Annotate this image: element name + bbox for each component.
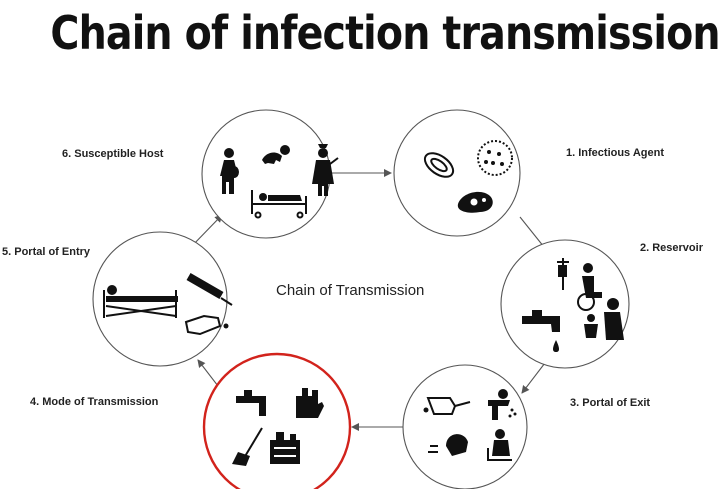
faucet-icon	[522, 310, 560, 332]
stage-portal-of-entry	[92, 231, 233, 367]
bedridden-patient-icon	[251, 190, 307, 219]
label-mode-of-transmission: 4. Mode of Transmission	[30, 396, 159, 408]
virus-icon	[477, 140, 513, 176]
cleaning-supplies-icon	[270, 432, 300, 464]
label-portal-of-exit: 3. Portal of Exit	[570, 397, 651, 409]
caregiver-icon	[584, 298, 624, 340]
label-susceptible-host: 6. Susceptible Host	[62, 148, 164, 160]
stage-portal-of-exit	[402, 364, 528, 489]
arrow-mode-to-entry	[197, 359, 219, 387]
syringe-icon	[186, 273, 233, 306]
bacteria-icon	[423, 152, 455, 178]
cell-icon	[457, 191, 493, 213]
finger-drop-icon	[423, 397, 471, 415]
stage-susceptible-host	[201, 109, 339, 239]
diagram-title: Chain of infection transmission	[50, 6, 720, 60]
coughing-head-icon	[428, 434, 468, 456]
pregnant-woman-icon	[220, 148, 239, 194]
toilet-person-icon	[487, 429, 512, 461]
drop-icon	[553, 340, 559, 352]
stage-reservoir	[500, 239, 630, 369]
stage-mode-of-transmission	[202, 352, 352, 489]
stage-infectious-agent	[393, 109, 521, 237]
crawling-baby-icon	[262, 145, 290, 164]
vomiting-person-icon	[488, 389, 517, 420]
stop-hand-icon	[296, 388, 324, 418]
nurse-icon	[312, 144, 339, 196]
center-label: Chain of Transmission	[276, 282, 425, 299]
finger-drop-icon	[184, 314, 229, 336]
broom-icon	[232, 427, 263, 466]
label-portal-of-entry: 5. Portal of Entry	[2, 246, 91, 258]
iv-drip-icon	[557, 258, 569, 290]
wheelchair-icon	[577, 263, 602, 311]
faucet-icon	[236, 390, 266, 416]
patient-bed-icon	[103, 285, 178, 318]
label-infectious-agent: 1. Infectious Agent	[566, 147, 664, 159]
label-reservoir: 2. Reservoir	[640, 242, 703, 254]
